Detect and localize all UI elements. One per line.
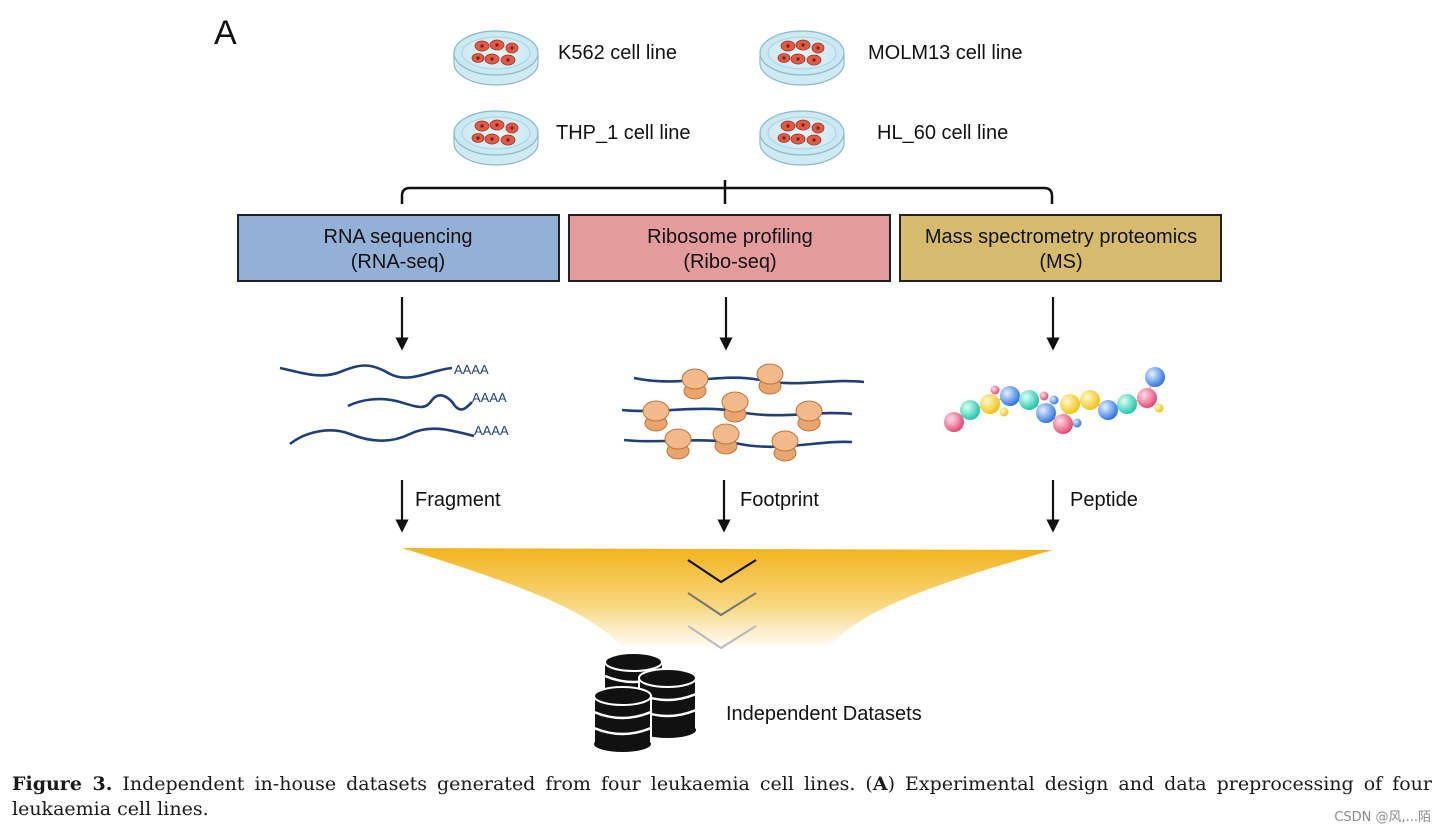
figure-number: Figure 3. xyxy=(12,773,113,795)
method-title: Mass spectrometry proteomics xyxy=(925,226,1197,248)
method-box-ribo-seq xyxy=(568,214,891,282)
method-abbrev: (Ribo-seq) xyxy=(683,251,776,273)
chevron-down-icon xyxy=(687,625,757,650)
watermark: CSDN @风,...陌 xyxy=(1334,810,1431,825)
figure-diagram: A K562 cell line MOLM13 cell line THP_1 … xyxy=(214,14,1222,752)
method-box-rna-seq xyxy=(237,214,560,282)
figure-caption: Figure 3. Independent in-house datasets … xyxy=(12,772,1432,822)
database-icon xyxy=(593,652,697,752)
cell-line-label: THP_1 cell line xyxy=(556,122,691,144)
petri-dish-icon xyxy=(453,30,539,86)
method-abbrev: (RNA-seq) xyxy=(351,251,445,273)
chevron-down-icon xyxy=(687,592,757,617)
product-label: Footprint xyxy=(740,489,819,511)
panel-label: A xyxy=(214,14,237,52)
cell-line-label: MOLM13 cell line xyxy=(868,42,1023,64)
method-abbrev: (MS) xyxy=(1039,251,1082,273)
petri-dish-icon xyxy=(453,110,539,166)
integration-funnel xyxy=(402,548,1053,650)
rna-strands-illustration xyxy=(279,364,475,446)
product-label: Peptide xyxy=(1070,489,1138,511)
caption-text: ) Experimental design and data preproces… xyxy=(12,773,1432,820)
poly-a-tail: AAAA xyxy=(454,362,489,377)
petri-dish-icon xyxy=(759,30,845,86)
panel-reference: A xyxy=(872,773,888,795)
ribosome-illustration xyxy=(621,363,865,462)
cell-line-label: K562 cell line xyxy=(558,42,677,64)
output-label: Independent Datasets xyxy=(726,703,922,725)
product-label: Fragment xyxy=(415,489,501,511)
petri-dish-icon xyxy=(759,110,845,166)
chevron-down-icon xyxy=(687,559,757,584)
grouping-bracket xyxy=(400,186,1054,204)
method-title: Ribosome profiling xyxy=(647,226,813,248)
method-box-ms xyxy=(899,214,1222,282)
caption-text: Independent in-house datasets generated … xyxy=(122,773,873,795)
peptide-chain-illustration xyxy=(944,367,1165,434)
poly-a-tail: AAAA xyxy=(472,390,507,405)
cell-line-label: HL_60 cell line xyxy=(877,122,1008,144)
poly-a-tail: AAAA xyxy=(474,423,509,438)
method-title: RNA sequencing xyxy=(324,226,473,248)
